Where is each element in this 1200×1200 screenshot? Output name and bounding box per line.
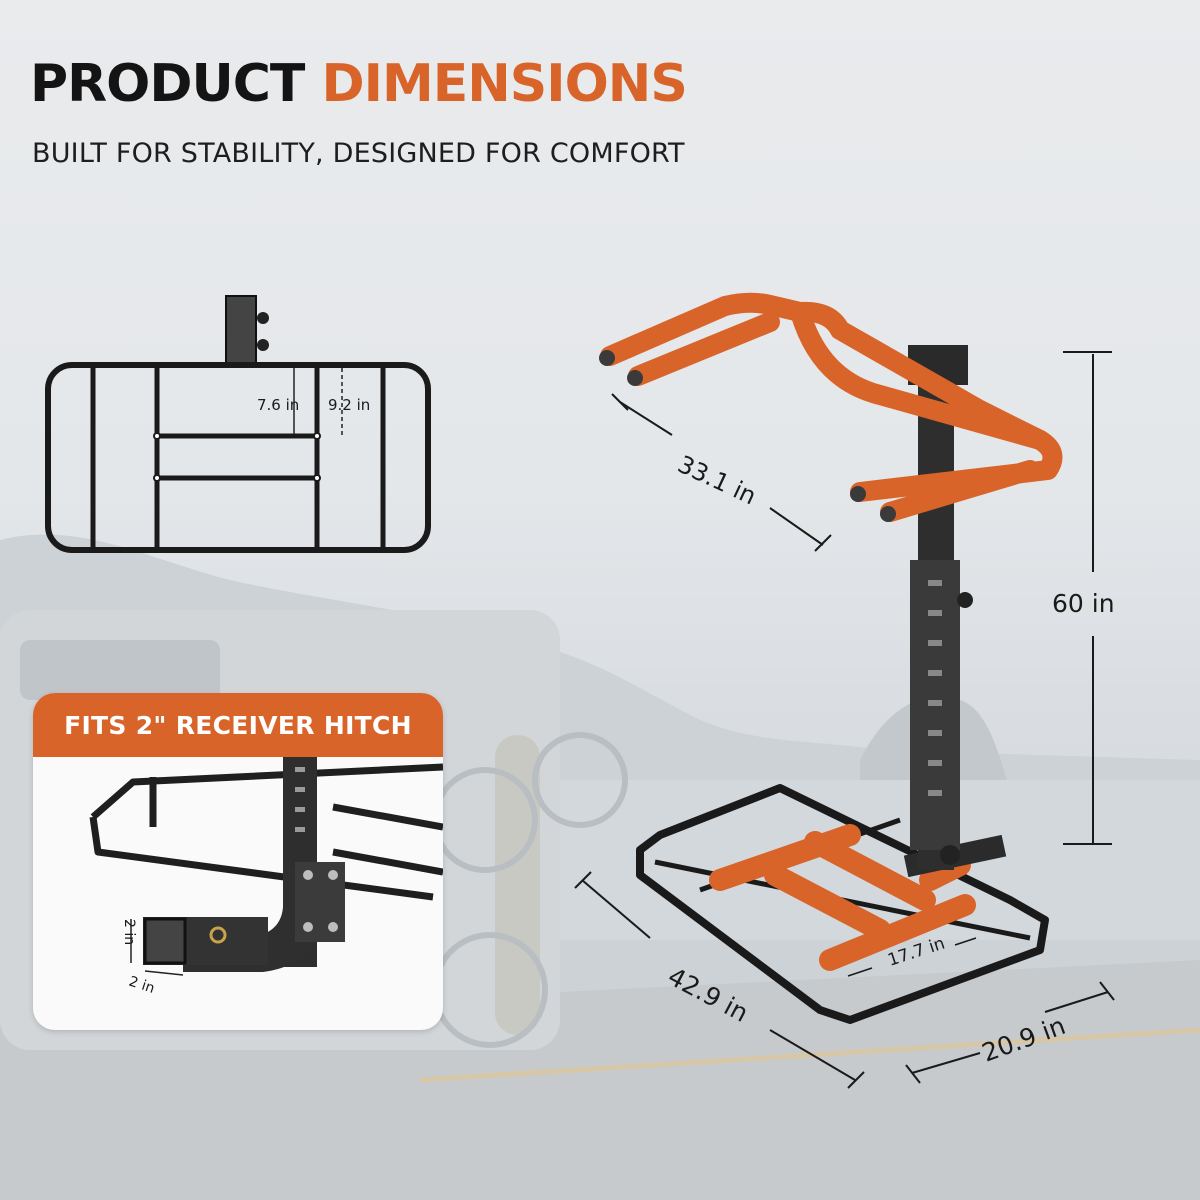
frame-crossbars: [90, 368, 386, 547]
title-part-dimensions: DIMENSIONS: [321, 54, 688, 114]
page-subtitle: BUILT FOR STABILITY, DESIGNED FOR COMFOR…: [32, 138, 685, 169]
hitch-dim-label-width: 2 in: [127, 974, 157, 997]
hitch-card-title: FITS 2" RECEIVER HITCH: [64, 710, 412, 740]
dim-label-7-6: 7.6 in: [257, 396, 299, 414]
hitch-frame-closeup: [89, 763, 443, 901]
arm-end-caps: [599, 350, 896, 522]
top-view-frame: [45, 362, 431, 553]
hitch-bolts: [303, 870, 338, 932]
carry-arms: [600, 292, 1063, 522]
hitch-fit-card: FITS 2" RECEIVER HITCH: [33, 693, 443, 1030]
road-line: [419, 1027, 1200, 1083]
title-part-product: PRODUCT: [30, 54, 305, 114]
camper-window: [20, 640, 220, 700]
dim-label-33-1: 33.1 in: [673, 450, 760, 510]
background-surfboard: [495, 735, 540, 1035]
bracket-knob: [257, 339, 269, 351]
rack-illustration: [599, 292, 1063, 1024]
dim-label-20-9: 20.9 in: [978, 1011, 1069, 1068]
top-view-diagram: 7.6 in 9.2 in: [45, 295, 431, 553]
dim-label-60: 60 in: [1052, 589, 1115, 618]
hitch-closeup-drawing: 2 in 2 in: [89, 757, 443, 997]
dim-label-42-9: 42.9 in: [663, 962, 753, 1028]
mast-holes: [928, 580, 942, 796]
clamp-knob: [957, 592, 973, 608]
hitch-tube-opening: [143, 917, 187, 965]
hitch-pin-icon: [209, 926, 227, 944]
hitch-upright-holes: [295, 767, 305, 832]
mount-bracket: [225, 295, 257, 367]
dimension-lines: [574, 351, 1115, 1089]
hitch-card-header: FITS 2" RECEIVER HITCH: [33, 693, 443, 757]
dim-label-9-2: 9.2 in: [328, 396, 370, 414]
clamp-knob: [940, 845, 960, 865]
base-pads: [709, 824, 976, 971]
bracket-knob: [257, 312, 269, 324]
frame-bolts: [153, 432, 321, 482]
background-bicycle-wheel: [532, 732, 628, 828]
hitch-dim-line-width: [144, 970, 184, 976]
hitch-dim-label-height: 2 in: [121, 919, 137, 945]
page-title: PRODUCT DIMENSIONS: [30, 58, 688, 110]
